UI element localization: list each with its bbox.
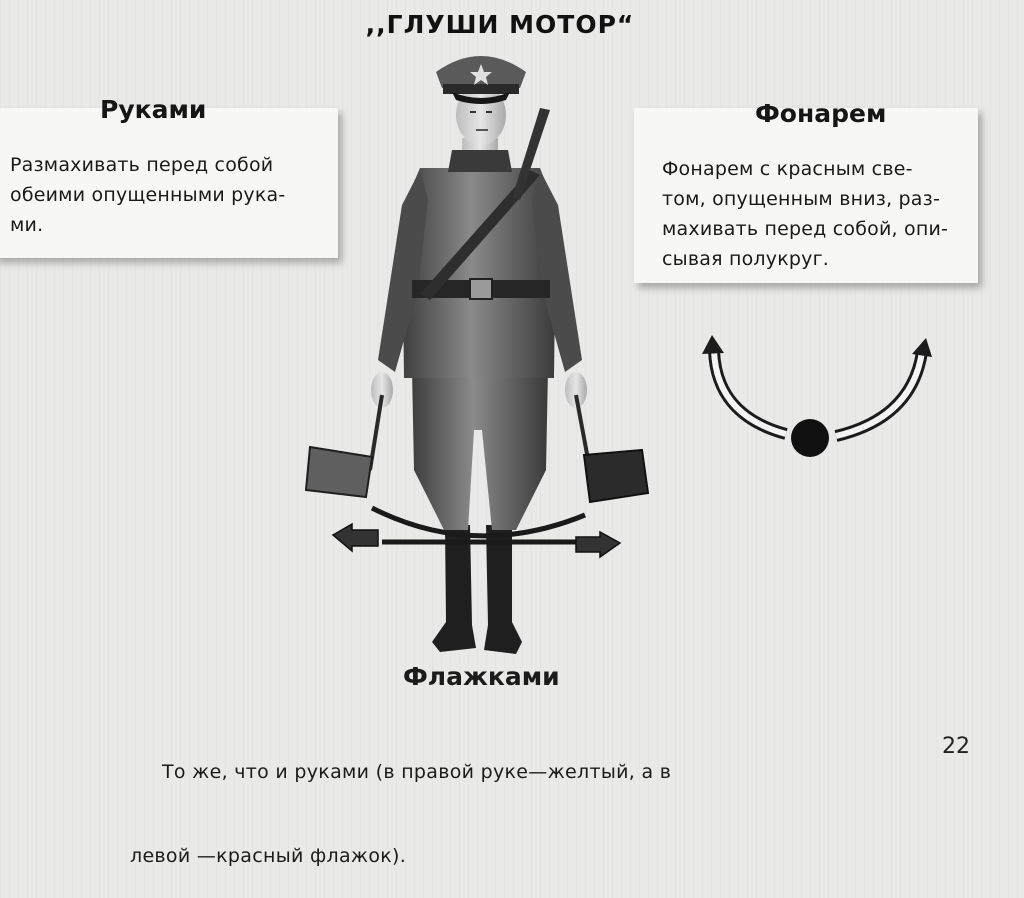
semicircle-arrow-right-icon xyxy=(834,338,932,442)
flags-text-line-1: То же, что и руками (в правой руке—желты… xyxy=(162,761,672,783)
hands-panel xyxy=(0,108,338,258)
swing-arrow-right-icon xyxy=(575,530,622,559)
lamp-dot-icon xyxy=(791,419,829,457)
semicircle-arrow-left-icon xyxy=(702,335,788,440)
flags-text: То же, что и руками (в правой руке—желты… xyxy=(130,702,830,898)
hands-heading: Руками xyxy=(100,95,207,124)
swing-arrow-left-icon xyxy=(331,522,379,553)
hands-text: Размахивать перед собой обеими опущенным… xyxy=(10,154,286,236)
soldier-illustration xyxy=(371,56,587,654)
page-number: 22 xyxy=(942,734,970,759)
flags-text-line-2: левой —красный флажок). xyxy=(130,845,407,867)
flags-heading: Флажками xyxy=(403,662,560,691)
illustration-layer xyxy=(304,56,932,654)
lantern-heading: Фонарем xyxy=(755,99,887,128)
right-flag-icon xyxy=(574,394,650,504)
lantern-panel xyxy=(634,108,978,283)
lantern-text: Фонарем с красным све- том, опущенным вн… xyxy=(662,158,949,270)
left-flag-icon xyxy=(304,394,384,499)
page-title: ,,ГЛУШИ МОТОР“ xyxy=(365,10,635,39)
